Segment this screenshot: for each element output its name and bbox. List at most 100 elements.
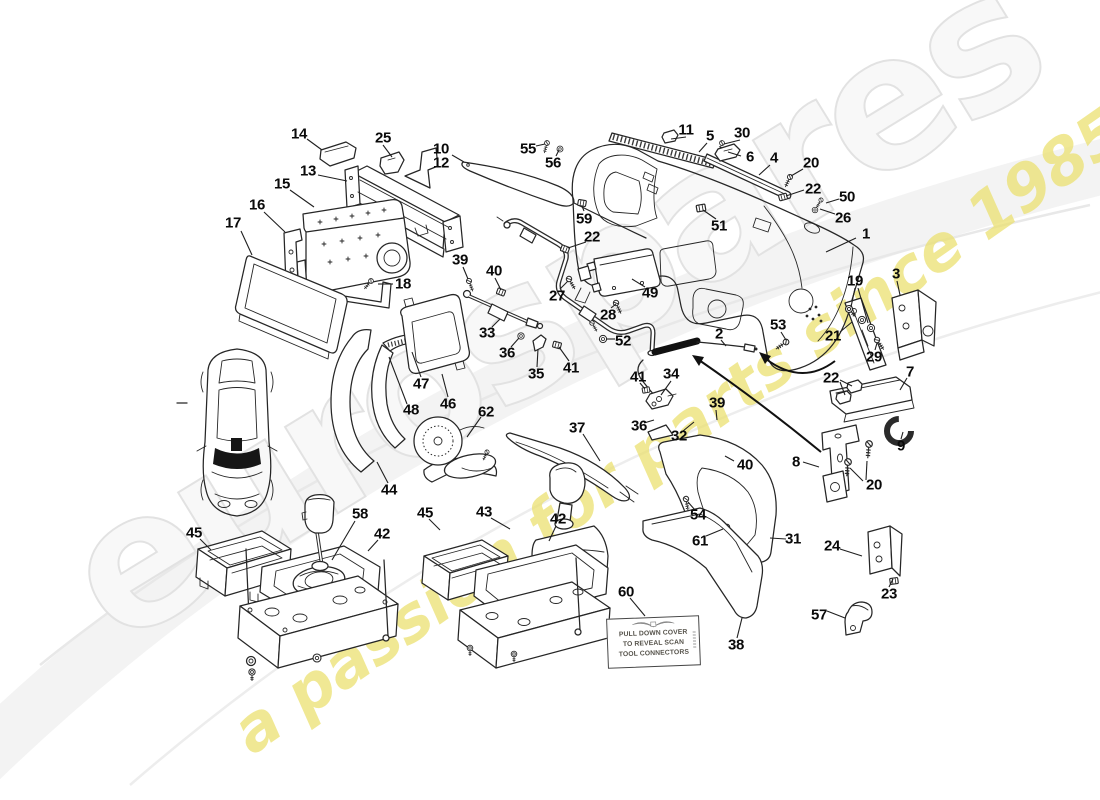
part-label-2: 2 [714, 325, 724, 343]
leader-line-54 [687, 501, 696, 511]
leader-line-61 [705, 528, 724, 537]
mounting-plate-drawing [577, 248, 661, 297]
part-label-8: 8 [791, 453, 801, 471]
part-label-30: 30 [733, 124, 751, 142]
part-label-54: 54 [689, 506, 707, 524]
leader-line-21 [839, 321, 853, 333]
small-brackets-drawing [844, 525, 903, 636]
leader-line-59 [581, 205, 585, 212]
leader-line-42 [548, 525, 557, 542]
part-label-20: 20 [802, 154, 820, 172]
leader-line-48 [388, 356, 408, 405]
part-label-13: 13 [299, 162, 317, 180]
part-label-1: 1 [861, 225, 871, 243]
leader-line-39 [462, 266, 469, 280]
leader-line-36 [510, 337, 520, 348]
part-label-57: 57 [810, 606, 828, 624]
part-label-18: 18 [394, 275, 412, 293]
part-label-23: 23 [880, 585, 898, 603]
leader-line-51 [702, 209, 717, 220]
part-label-11: 11 [678, 121, 694, 139]
leader-line-7 [899, 377, 908, 391]
leader-line-46 [441, 373, 449, 398]
part-label-22-3: 22 [822, 369, 840, 387]
leader-line-11 [670, 136, 687, 140]
leader-line-38 [736, 617, 743, 639]
leader-line-62 [466, 416, 482, 438]
leader-line-32 [682, 421, 695, 432]
leader-line-16 [263, 211, 286, 233]
part-label-3: 3 [891, 265, 901, 283]
leader-line-41 [558, 346, 570, 362]
part-label-12: 12 [432, 154, 450, 172]
leader-line-56 [555, 149, 560, 157]
aston-martin-wings-icon [631, 621, 674, 628]
leader-line-9 [900, 431, 904, 440]
leader-line-1 [825, 237, 857, 253]
leader-line-30 [723, 139, 741, 145]
part-label-49: 49 [641, 284, 659, 302]
cable-and-arrows-drawing [637, 337, 836, 453]
part-label-17: 17 [224, 214, 242, 232]
leader-line-6 [727, 151, 742, 157]
part-label-4: 4 [769, 149, 779, 167]
part-label-59: 59 [575, 210, 593, 228]
part-label-14: 14 [290, 125, 308, 143]
part-label-24: 24 [823, 537, 841, 555]
part-label-22-2: 22 [583, 228, 601, 246]
trim-arcs-drawing [330, 293, 470, 473]
part-label-32: 32 [670, 427, 688, 445]
leader-line-14 [306, 138, 323, 151]
part-label-39-2: 39 [708, 394, 726, 412]
demister-strips-drawing [541, 129, 825, 214]
part-label-41-2: 41 [629, 368, 647, 386]
leader-line-45 [199, 538, 212, 551]
leader-line-22 [839, 381, 846, 396]
part-label-7: 7 [905, 363, 915, 381]
leader-line-19 [857, 287, 869, 324]
part-label-46: 46 [439, 395, 457, 413]
leader-line-5 [698, 142, 708, 153]
leader-line-20 [849, 467, 864, 482]
glovebox-strut-drawing [462, 277, 544, 330]
leader-line-24 [839, 548, 863, 557]
console-manual-drawing [421, 462, 611, 669]
part-label-39: 39 [451, 251, 469, 269]
part-label-43: 43 [475, 503, 493, 521]
console-auto-drawing [195, 494, 399, 682]
leader-line-49 [631, 278, 646, 288]
leader-line-57 [826, 610, 846, 619]
part-label-25: 25 [374, 129, 392, 147]
leader-line-25 [382, 144, 393, 158]
part-label-48: 48 [402, 401, 420, 419]
leader-line-35 [536, 348, 539, 368]
leader-line-44 [376, 461, 389, 484]
part-label-29: 29 [865, 348, 883, 366]
part-label-5: 5 [705, 127, 715, 145]
part-label-20-2: 20 [865, 476, 883, 494]
part-label-41: 41 [562, 359, 580, 377]
leader-line-31 [769, 537, 787, 540]
part-label-28: 28 [599, 306, 617, 324]
part-label-45-2: 45 [416, 504, 434, 522]
note-box-code-mark [692, 631, 697, 649]
part-label-35: 35 [527, 365, 545, 383]
upper-right-bracket-drawing [843, 289, 937, 371]
leader-line-2 [720, 339, 727, 347]
leader-line-3 [896, 280, 901, 296]
leader-line-42 [367, 539, 379, 552]
part-label-21: 21 [824, 327, 842, 345]
part-label-6: 6 [745, 148, 755, 166]
leader-line-27 [559, 280, 569, 290]
part-label-53: 53 [769, 316, 787, 334]
mid-bracket-drawing [821, 376, 915, 503]
part-label-16: 16 [248, 196, 266, 214]
leader-line-28 [610, 303, 617, 309]
leader-line-36 [643, 419, 655, 424]
part-label-36: 36 [498, 344, 516, 362]
part-label-37: 37 [568, 419, 586, 437]
leader-line-22 [785, 189, 805, 197]
leader-line-60 [629, 597, 646, 617]
leader-line-53 [780, 331, 787, 341]
